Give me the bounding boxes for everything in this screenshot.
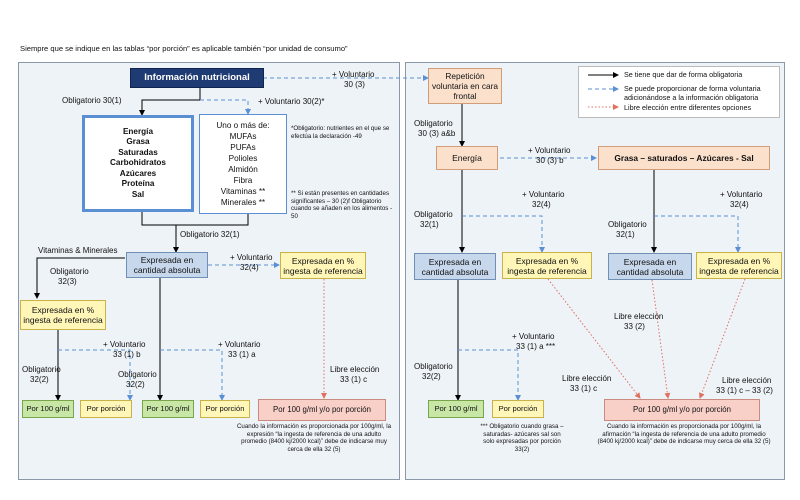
right-por-100-o-porcion-box: Por 100 g/ml y/o por porción — [604, 399, 760, 421]
vol-top-label-1: + Voluntario — [332, 70, 375, 79]
oblig-30-3-label-1: Obligatorio — [414, 119, 453, 128]
optional-vitaminas: Vitaminas ** — [220, 187, 266, 196]
libre-33-1c-label-2: 33 (1) c — [570, 384, 598, 393]
vol-32-4-label-1: + Voluntario — [230, 253, 273, 262]
oblig-30-3-label-2: 30 (3) a&b — [418, 129, 456, 138]
libre-33-2-label-2: 33 (2) — [624, 322, 645, 331]
oblig-32-2-r-label-2: 32(2) — [422, 372, 441, 381]
optional-polioles: Polioles — [228, 154, 258, 163]
libre-33-1c-33-2-label-1: Libre elección — [722, 376, 772, 385]
oblig-30-1-label: Obligatorio 30(1) — [62, 96, 122, 105]
right-por-porcion-box: Por porción — [492, 400, 544, 418]
optional-almidon: Almidón — [228, 165, 258, 174]
vol-30-3b-label-1: + Voluntario — [528, 146, 571, 155]
info-nutricional-box: Información nutricional — [130, 68, 264, 88]
libre-33-1c-33-2-label-2: 33 (1) c – 33 (2) — [716, 386, 773, 395]
oblig-32-1-l-label-2: 32(1) — [420, 220, 439, 229]
right-bottom-note: Cuando la información es proporcionada p… — [597, 423, 771, 446]
oblig-32-1-r-label-2: 32(1) — [616, 230, 635, 239]
vol-33-1b-label-1: + Voluntario — [103, 340, 146, 349]
oblig-32-2-b-label-1: Obligatorio — [118, 370, 157, 379]
vol-30-3b-label-2: 30 (3) b — [536, 156, 564, 165]
nutrient-sal: Sal — [131, 189, 145, 199]
optional-fibra: Fibra — [233, 176, 253, 185]
libre-33-1c-label-1: Libre elección — [562, 374, 612, 383]
expresada-abs-r-box: Expresada en cantidad absoluta — [608, 253, 692, 280]
left-bottom-note: Cuando la información es proporcionada p… — [236, 423, 392, 453]
optional-mufas: MUFAs — [229, 132, 257, 141]
nutrient-azucares: Azúcares — [119, 168, 157, 178]
note-double-star: ** Si están presentes en cantidades sign… — [291, 190, 393, 220]
oblig-32-3-label-1: Obligatorio — [50, 267, 89, 276]
energia-box: Energía — [436, 146, 498, 170]
oblig-32-2-a-label-1: Obligatorio — [22, 365, 61, 374]
right-por-100-box: Por 100 g/ml — [428, 400, 484, 418]
repeticion-box: Repetición voluntaria en cara frontal — [428, 68, 502, 104]
libre-eleccion-label-2: 33 (1) c — [340, 375, 368, 384]
note-triple-star: *** Obligatorio cuando grasa – saturadas… — [480, 423, 564, 453]
oblig-32-1-label: Obligatorio 32(1) — [180, 230, 240, 239]
nutrient-saturadas: Saturadas — [118, 147, 158, 157]
vol-32-4-r-label-2: 32(4) — [730, 200, 749, 209]
oblig-32-2-b-label-2: 32(2) — [126, 380, 145, 389]
optional-minerales: Minerales ** — [220, 198, 266, 207]
vol-33-1a-r-label-1: + Voluntario — [512, 332, 555, 341]
vol-32-4-label-2: 32(4) — [240, 263, 259, 272]
legend-dashed-label-2: adicionándose a la información obligator… — [624, 93, 759, 102]
header-note: Siempre que se indique en las tablas “po… — [20, 44, 348, 53]
note-single-star: *Obligatorio: nutrientes en el que se ef… — [291, 125, 390, 140]
oblig-32-2-r-label-1: Obligatorio — [414, 362, 453, 371]
oblig-32-3-label-2: 32(3) — [58, 277, 77, 286]
vol-32-4-r-label-1: + Voluntario — [720, 190, 763, 199]
vol-30-2-label: + Voluntario 30(2)* — [258, 97, 325, 106]
por-porcion-b-box: Por porción — [200, 400, 250, 418]
por-100-o-porcion-box: Por 100 g/ml y/o por porción — [258, 399, 386, 421]
vol-33-1b-label-2: 33 (1) b — [113, 350, 141, 359]
libre-eleccion-label-1: Libre elección — [330, 365, 380, 374]
por-100-b-box: Por 100 g/ml — [142, 400, 194, 418]
vol-33-1a-r-label-2: 33 (1) a *** — [516, 342, 556, 351]
legend-solid-label: Se tiene que dar de forma obligatoria — [624, 70, 743, 79]
expresada-absoluta-box: Expresada en cantidad absoluta — [126, 252, 208, 278]
nutrient-carbohidratos: Carbohidratos — [110, 158, 166, 168]
vol-32-4-l-label-2: 32(4) — [532, 200, 551, 209]
por-100-a-box: Por 100 g/ml — [22, 400, 74, 418]
por-porcion-a-box: Por porción — [80, 400, 132, 418]
vitaminas-minerales-label: Vitaminas & Minerales — [38, 246, 118, 255]
legend-dashed-label-1: Se puede proporcionar de forma voluntari… — [624, 84, 761, 93]
oblig-32-2-a-label-2: 32(2) — [30, 375, 49, 384]
expresada-pct-r-box: Expresada en % ingesta de referencia — [696, 252, 782, 279]
expresada-pct-l-box: Expresada en % ingesta de referencia — [502, 252, 592, 279]
libre-33-2-label-1: Libre elección — [614, 312, 664, 321]
vol-top-label-2: 30 (3) — [344, 80, 365, 89]
mandatory-nutrients-box: Energía Grasa Saturadas Carbohidratos Az… — [82, 115, 194, 212]
vol-32-4-l-label-1: + Voluntario — [522, 190, 565, 199]
oblig-32-1-l-label-1: Obligatorio — [414, 210, 453, 219]
expresada-abs-l-box: Expresada en cantidad absoluta — [414, 253, 496, 280]
grasa-sal-box: Grasa – saturados – Azúcares - Sal — [598, 146, 770, 170]
optional-pufas: PUFAs — [230, 143, 256, 152]
optional-nutrients-box: Uno o más de: MUFAs PUFAs Polioles Almid… — [199, 114, 287, 214]
nutrient-energia: Energía — [122, 126, 154, 136]
optional-header: Uno o más de: — [216, 121, 270, 130]
vol-33-1a-label-2: 33 (1) a — [228, 350, 256, 359]
expresada-pct-left-box: Expresada en % ingesta de referencia — [20, 300, 106, 330]
expresada-pct-right-box: Expresada en % ingesta de referencia — [280, 252, 366, 279]
nutrient-grasa: Grasa — [126, 137, 150, 147]
vol-33-1a-label-1: + Voluntario — [218, 340, 261, 349]
legend-dotted-label: Libre elección entre diferentes opciones — [624, 103, 752, 112]
oblig-32-1-r-label-1: Obligatorio — [608, 220, 647, 229]
nutrient-proteina: Proteína — [121, 179, 155, 189]
